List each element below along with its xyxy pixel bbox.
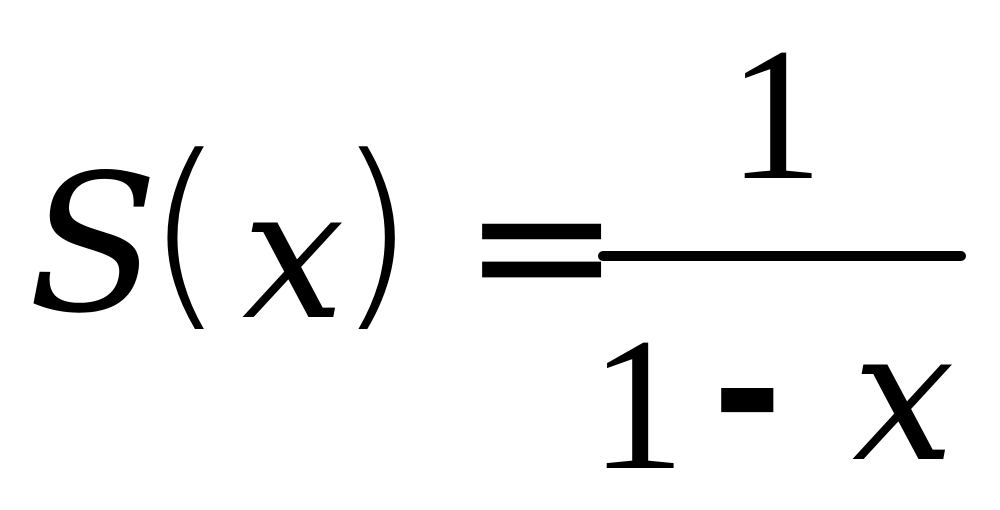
function-symbol: S — [28, 134, 159, 355]
fraction-numerator: 1 — [728, 10, 823, 220]
left-parenthesis: ( — [145, 113, 225, 351]
denominator-one: 1 — [590, 300, 685, 510]
denominator-variable: x — [852, 290, 955, 502]
argument-variable: x — [242, 148, 345, 360]
minus-sign: - — [712, 292, 783, 490]
fraction-bar — [598, 251, 966, 261]
equals-sign: = — [462, 134, 622, 355]
right-parenthesis: ) — [336, 113, 416, 351]
